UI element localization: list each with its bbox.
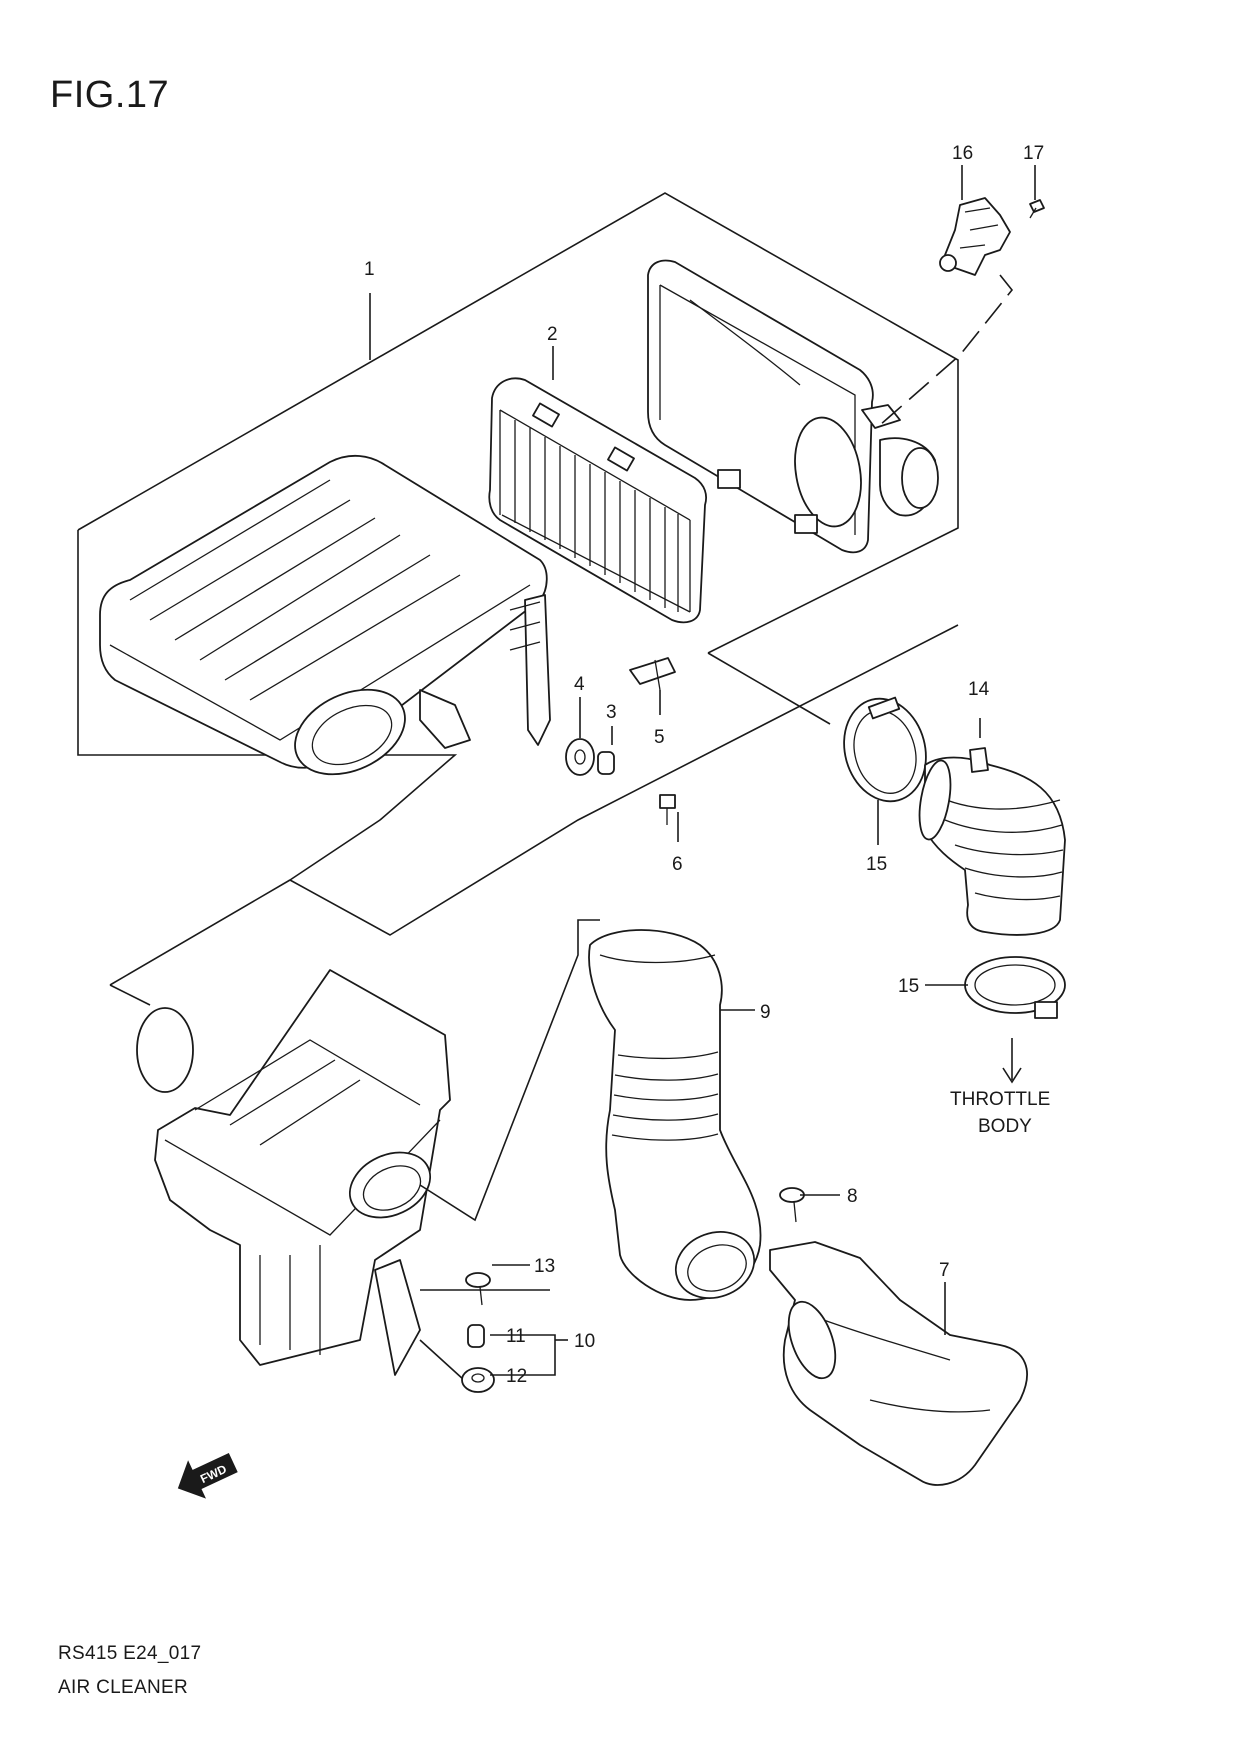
hose-clamp-15-lower [964, 956, 1066, 1019]
collar-11 [467, 1324, 485, 1348]
hose-clamp-15-upper [843, 696, 927, 803]
intake-duct [588, 929, 762, 1301]
callout-4: 4 [574, 674, 585, 695]
figure-name: AIR CLEANER [58, 1677, 189, 1698]
bolt-13 [465, 1272, 491, 1306]
callout-11: 11 [506, 1326, 526, 1347]
air-cleaner-upper-case [99, 455, 551, 776]
callout-13: 13 [534, 1256, 555, 1277]
callout-8: 8 [847, 1186, 858, 1207]
callout-17: 17 [1023, 143, 1044, 164]
grommet-4 [565, 738, 595, 776]
callout-7: 7 [939, 1260, 950, 1281]
air-cleaner-element [488, 377, 708, 624]
figure-code: RS415 E24_017 [58, 1643, 202, 1664]
throttle-label-line1: THROTTLE [950, 1089, 1050, 1110]
figure-title: FIG.17 [50, 74, 170, 116]
callout-6: 6 [672, 854, 683, 875]
grommet-12 [461, 1367, 495, 1393]
callout-16: 16 [952, 143, 973, 164]
callout-3: 3 [606, 702, 617, 723]
clip-5 [629, 657, 676, 691]
sensor-leader-dashed [879, 274, 1014, 426]
sensor-screw [1029, 199, 1045, 219]
callout-15-lower: 15 [898, 976, 919, 997]
callout-9: 9 [760, 1002, 771, 1023]
assembly-frame [77, 192, 959, 936]
bolt-6 [659, 794, 676, 825]
throttle-label-line2: BODY [978, 1116, 1032, 1137]
callout-2: 2 [547, 324, 558, 345]
air-flow-sensor [939, 197, 1011, 276]
throttle-hose [918, 747, 1066, 936]
air-cleaner-lower-frame [647, 259, 939, 554]
air-cleaner-lower-case [136, 969, 451, 1376]
callout-leaders [369, 165, 1036, 1376]
callout-12: 12 [506, 1366, 527, 1387]
collar-3 [597, 751, 615, 775]
callout-5: 5 [654, 727, 665, 748]
down-arrow-icon [1002, 1038, 1022, 1084]
callout-15-upper: 15 [866, 854, 887, 875]
bolt-8 [779, 1187, 805, 1223]
callout-1: 1 [364, 259, 375, 280]
fwd-arrow-icon: FWD [177, 1453, 238, 1499]
callout-14: 14 [968, 679, 990, 700]
inlet-duct [769, 1241, 1028, 1486]
callout-10: 10 [574, 1331, 595, 1352]
